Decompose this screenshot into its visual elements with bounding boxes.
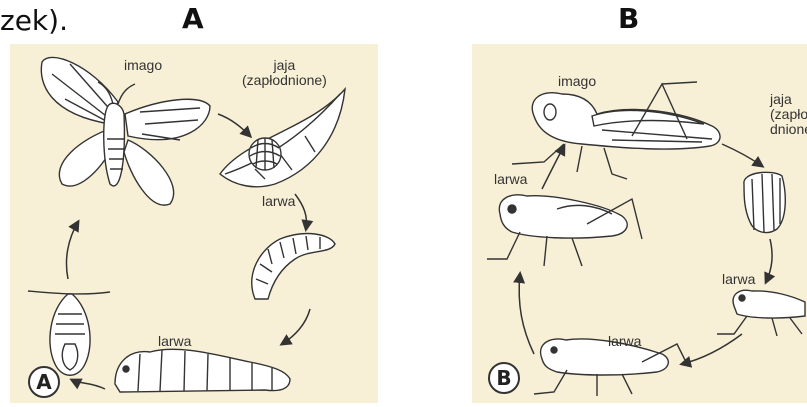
caterpillar bbox=[115, 349, 290, 392]
panel-b-letter: B bbox=[618, 2, 639, 35]
label-larva-2: larwa bbox=[722, 272, 755, 287]
label-eggs: jaja (zapło dnione bbox=[770, 92, 807, 137]
lifecycle-a-drawing bbox=[10, 44, 378, 403]
label-imago: imago bbox=[124, 58, 162, 73]
label-imago: imago bbox=[558, 74, 596, 89]
nymph-large bbox=[487, 195, 642, 266]
cycle-arrows bbox=[519, 144, 772, 364]
label-larva-3: larwa bbox=[608, 334, 641, 349]
panel-b-badge: B bbox=[488, 362, 520, 394]
heading-fragment: zek). bbox=[0, 4, 68, 37]
label-eggs: jaja (zapłodnione) bbox=[242, 58, 327, 88]
label-larva-2: larwa bbox=[158, 334, 191, 349]
pupa-chrysalis bbox=[28, 291, 110, 375]
larva-curled bbox=[252, 234, 335, 299]
label-larva-1: larwa bbox=[262, 194, 295, 209]
panel-a-badge: A bbox=[28, 366, 60, 398]
grasshopper-imago bbox=[512, 82, 720, 179]
panel-a-letter: A bbox=[182, 2, 204, 35]
lifecycle-diagram-b: imago jaja (zapło dnione larwa larwa lar… bbox=[472, 44, 807, 403]
label-larva-1: larwa bbox=[494, 172, 527, 187]
egg-pod bbox=[744, 172, 785, 232]
nymph-small bbox=[717, 290, 805, 336]
butterfly-imago bbox=[41, 57, 210, 205]
lifecycle-diagram-a: imago jaja (zapłodnione) larwa larwa A bbox=[10, 44, 378, 403]
eggs-on-leaf bbox=[220, 89, 345, 187]
lifecycle-b-drawing bbox=[472, 44, 807, 403]
